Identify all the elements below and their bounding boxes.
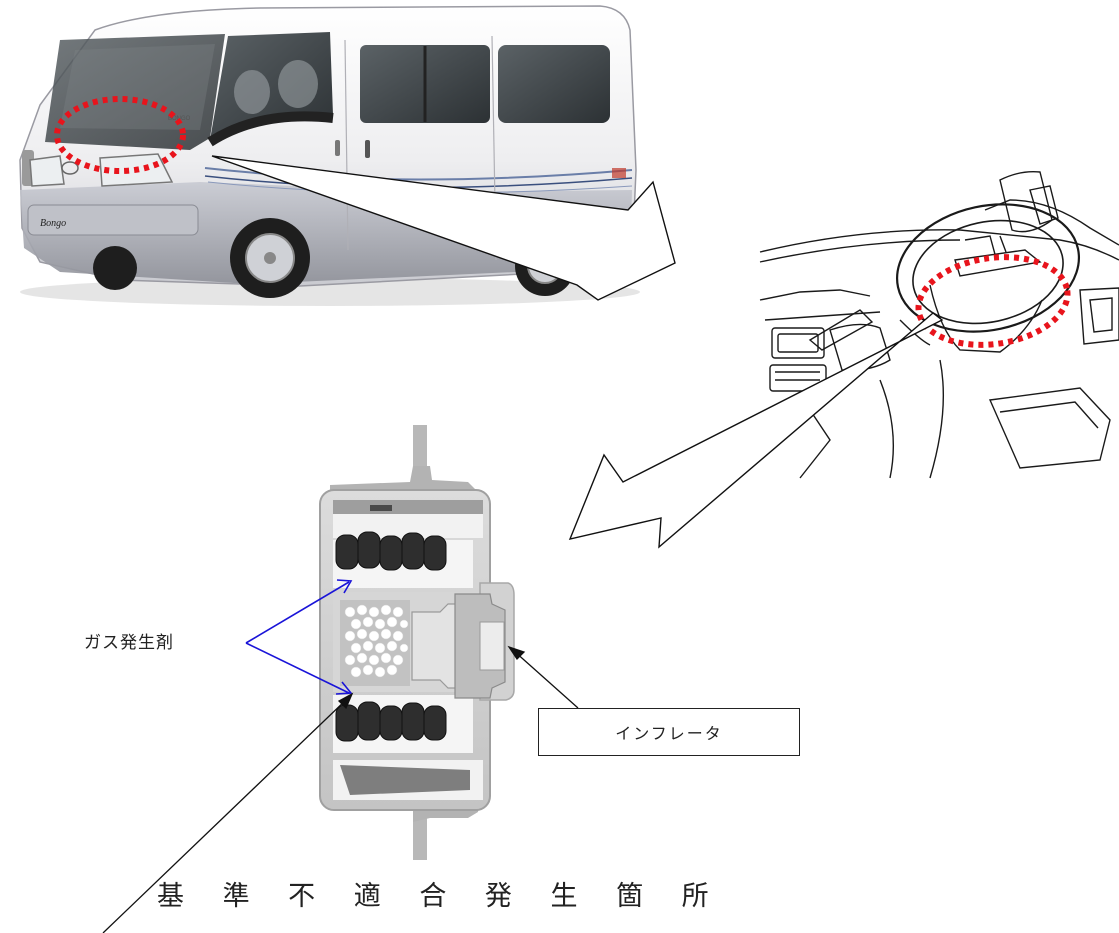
- inflator-label: インフレータ: [615, 724, 723, 743]
- gas-generant-arrows: [245, 579, 353, 695]
- van-to-steering-arrow: [211, 155, 676, 301]
- inflator-label-box: インフレータ: [538, 708, 800, 756]
- inflator-cross-section: [319, 425, 515, 860]
- steering-wheel-illustration: [759, 168, 1119, 479]
- steering-highlight-circle: [915, 254, 1071, 348]
- defect-leader-line: [102, 692, 354, 933]
- defect-location-caption: 基 準 不 適 合 発 生 箇 所: [157, 881, 724, 912]
- van-highlight-circle: [54, 96, 186, 174]
- gas-generant-label: ガス発生剤: [84, 633, 174, 653]
- van-badge: Bongo: [40, 218, 66, 229]
- inflator-leader-line: [507, 645, 579, 709]
- steering-to-inflator-arrow: [568, 312, 944, 549]
